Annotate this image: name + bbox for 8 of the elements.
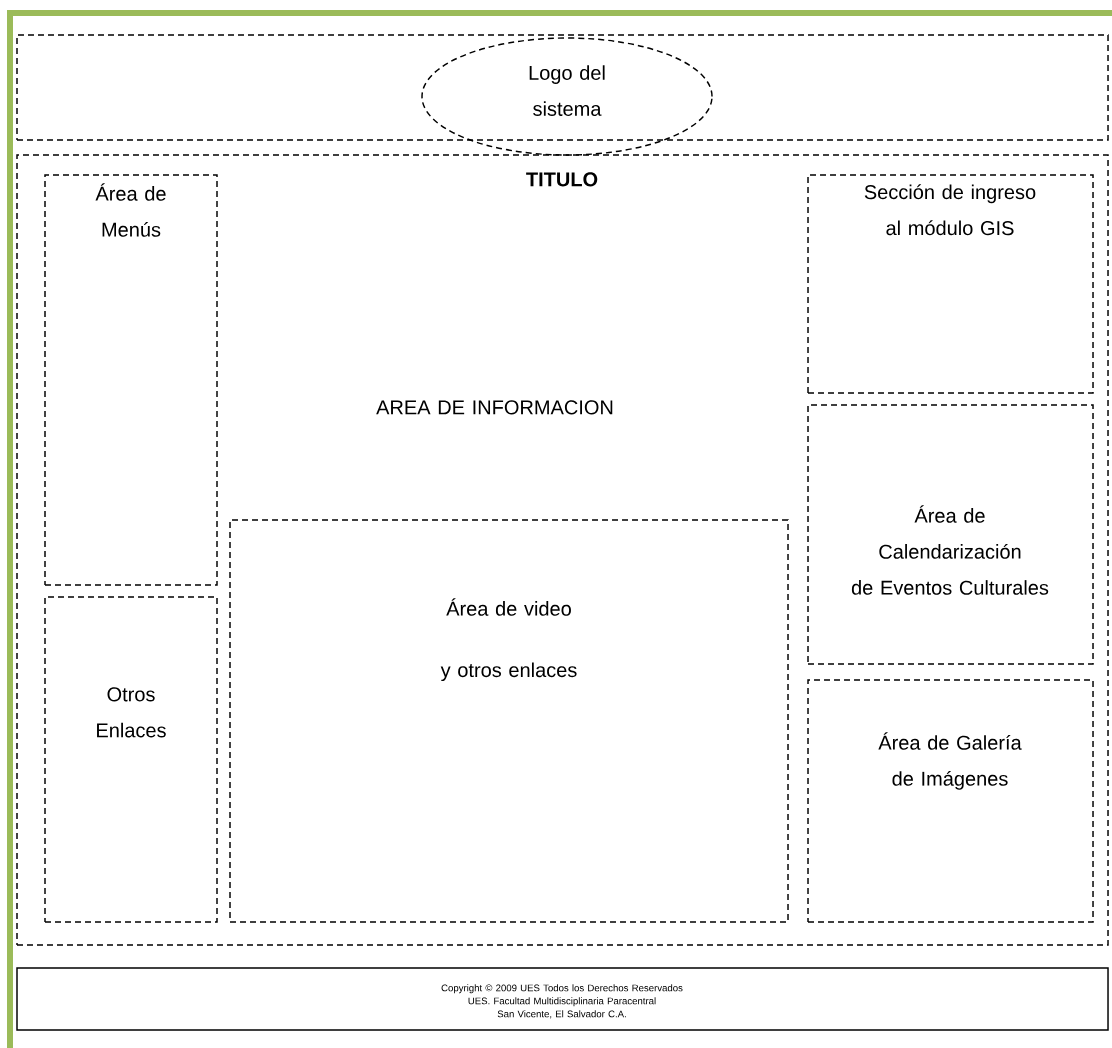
header-box: [16, 34, 1109, 141]
video-box: Área de video y otros enlaces: [229, 519, 789, 923]
gallery-box: Área de Galería de Imágenes: [807, 679, 1094, 923]
menu-box: Área de Menús: [44, 174, 218, 586]
login-box: Sección de ingreso al módulo GIS: [807, 174, 1094, 394]
links-box: Otros Enlaces: [44, 596, 218, 923]
footer-box: Copyright © 2009 UES Todos los Derechos Reservados UES. Facultad Multidisciplinaria Paracentral San Vicente, El Salvador C.A.: [16, 967, 1109, 1031]
calendar-box: Área de Calendarización de Eventos Culturales: [807, 404, 1094, 665]
